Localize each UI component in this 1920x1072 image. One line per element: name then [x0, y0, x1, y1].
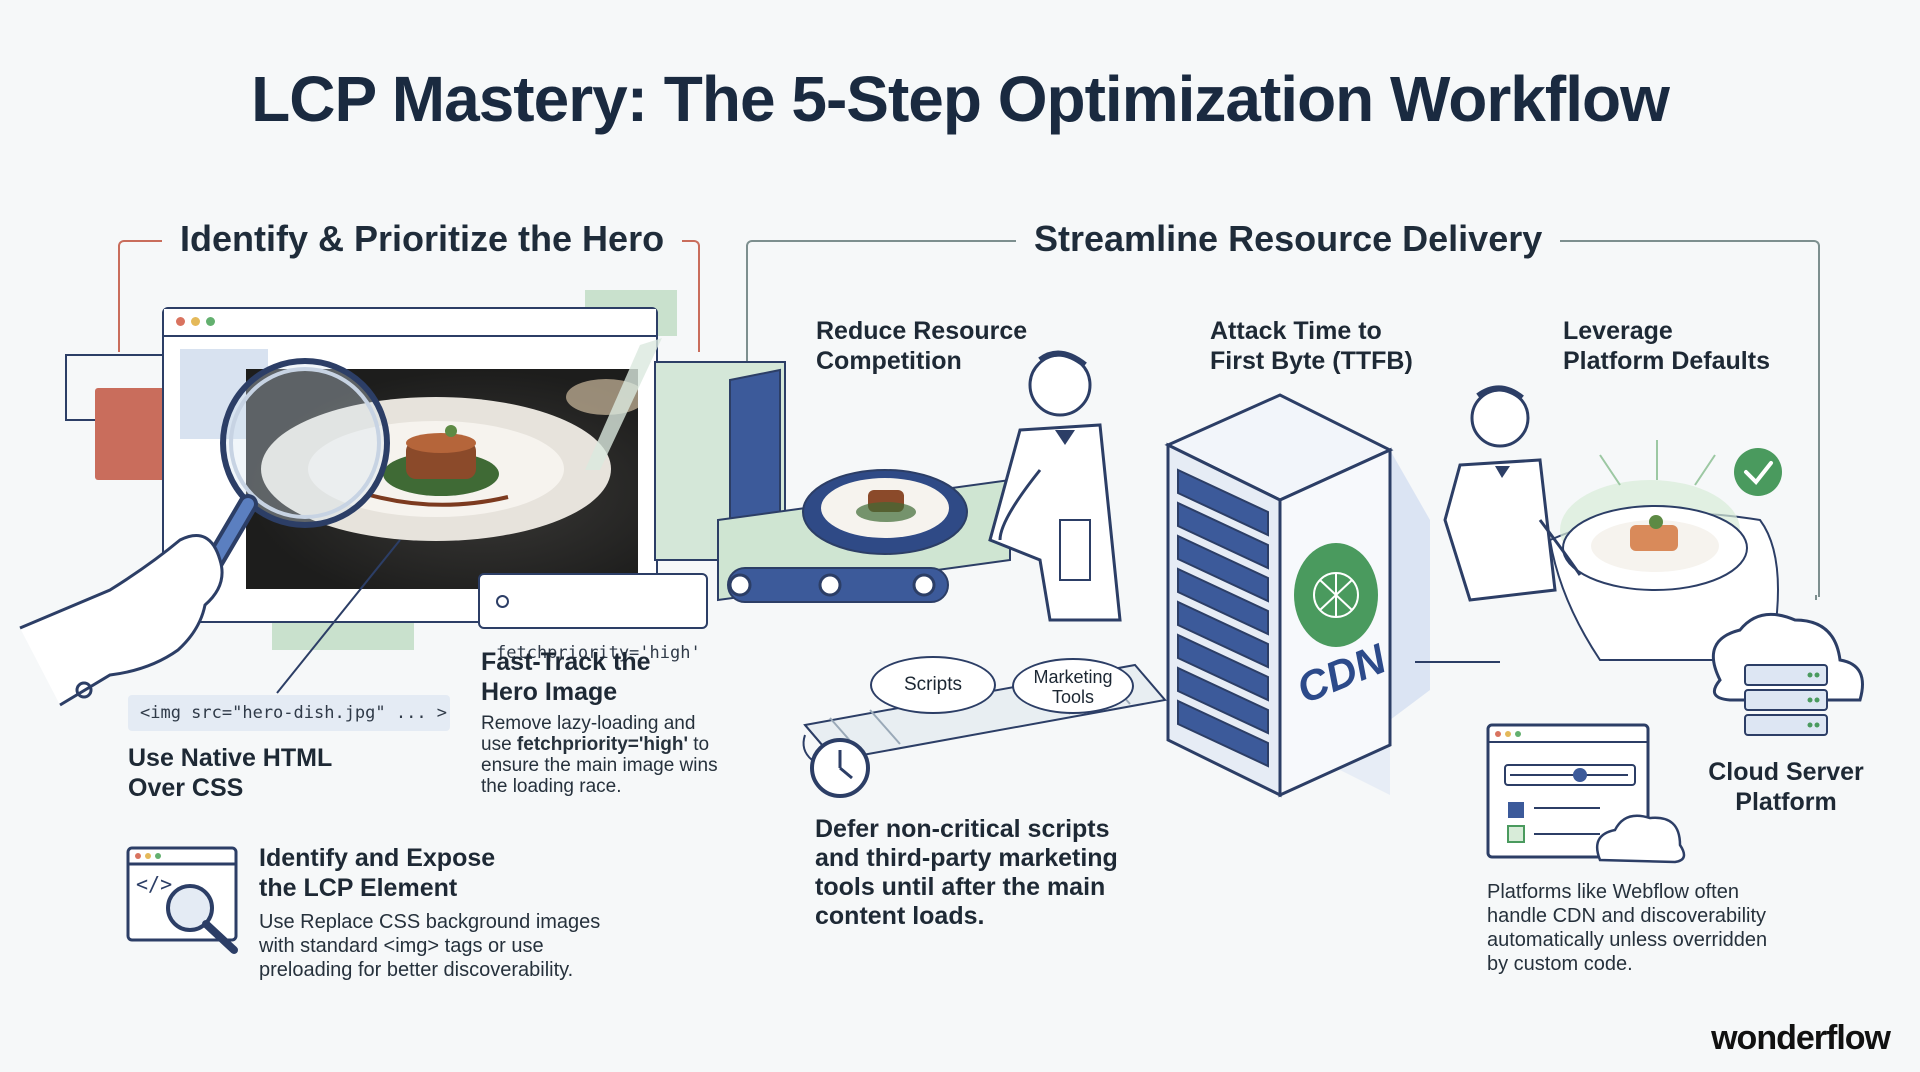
step-reduce-title-line2: Competition	[816, 347, 962, 375]
step-native-html-title: Use Native HTML Over CSS	[128, 743, 332, 803]
tag-marketing-line1: Marketing	[1033, 667, 1113, 687]
step-identify-title-line2: the LCP Element	[259, 874, 458, 902]
step-platform-title-line2: Platform Defaults	[1563, 347, 1770, 375]
cloud-label-line2: Platform	[1735, 788, 1837, 816]
tag-marketing-tools: Marketing Tools	[1012, 658, 1134, 714]
code-snippet-text: <img src="hero-dish.jpg" ... >	[140, 703, 448, 723]
step-ttfb-title-line1: Attack Time to	[1210, 317, 1382, 345]
step-native-html-title-line1: Use Native HTML	[128, 744, 333, 772]
platform-desc-line3: automatically unless overridden	[1487, 929, 1768, 951]
fast-track-desc-bold: fetchpriority='high'	[516, 734, 688, 755]
step-ttfb-title: Attack Time to First Byte (TTFB)	[1210, 316, 1413, 376]
code-search-icon-glyph: </>	[136, 872, 173, 896]
step-reduce-desc: Defer non-critical scripts and third-par…	[815, 815, 1118, 931]
browser-window	[162, 307, 658, 623]
fast-track-desc-line2: use fetchpriority='high' to	[481, 734, 718, 755]
step-identify-desc: Use Replace CSS background images with s…	[259, 910, 600, 982]
reduce-desc-line2: and third-party marketing	[815, 844, 1118, 872]
step-platform-title: Leverage Platform Defaults	[1563, 316, 1770, 376]
identify-desc-line2: with standard <img> tags or use	[259, 935, 544, 957]
step-native-html-title-line2: Over CSS	[128, 774, 244, 802]
step-fast-track-title-line2: Hero Image	[481, 678, 618, 706]
fast-track-desc-pre: use	[481, 734, 517, 755]
reduce-desc-line4: content loads.	[815, 902, 985, 930]
cloud-server-label: Cloud Server Platform	[1686, 757, 1886, 817]
window-dot-red	[176, 317, 185, 326]
identify-desc-line3: preloading for better discoverability.	[259, 959, 574, 981]
decor-red-block	[95, 388, 167, 480]
fast-track-desc-post: to	[688, 734, 710, 755]
fetchpriority-chip-text: fetchpriority='high'	[496, 643, 701, 663]
identify-desc-line1: Use Replace CSS background images	[259, 911, 601, 933]
window-dot-yellow	[191, 317, 200, 326]
platform-desc-line4: by custom code.	[1487, 953, 1633, 975]
tag-scripts-label: Scripts	[903, 674, 963, 695]
step-fast-track-desc: Remove lazy-loading and use fetchpriorit…	[481, 713, 718, 797]
reduce-desc-line3: tools until after the main	[815, 873, 1106, 901]
step-platform-desc: Platforms like Webflow often handle CDN …	[1487, 880, 1767, 976]
reduce-desc-line1: Defer non-critical scripts	[815, 815, 1110, 843]
step-ttfb-title-line2: First Byte (TTFB)	[1210, 347, 1413, 375]
cloud-label-line1: Cloud Server	[1708, 758, 1864, 786]
chip-bullet-icon	[496, 594, 509, 608]
window-dot-green	[206, 317, 215, 326]
section-title-delivery: Streamline Resource Delivery	[1016, 218, 1561, 260]
tag-marketing-line2: Tools	[1051, 687, 1095, 707]
fast-track-desc-line1: Remove lazy-loading and	[481, 713, 696, 734]
code-search-icon	[126, 846, 238, 954]
fast-track-desc-line4: the loading race.	[481, 776, 622, 797]
fast-track-desc-line3: ensure the main image wins	[481, 755, 718, 776]
step-fast-track-title: Fast-Track the Hero Image	[481, 647, 651, 707]
browser-toolbar	[164, 309, 656, 337]
step-reduce-title: Reduce Resource Competition	[816, 316, 1027, 376]
platform-desc-line1: Platforms like Webflow often	[1487, 881, 1739, 903]
step-platform-title-line1: Leverage	[1563, 317, 1673, 345]
step-reduce-title-line1: Reduce Resource	[816, 317, 1028, 345]
step-identify-title: Identify and Expose the LCP Element	[259, 843, 495, 903]
platform-desc-line2: handle CDN and discoverability	[1487, 905, 1767, 927]
brand-logo: wonderflow	[1711, 1019, 1891, 1057]
section-title-hero: Identify & Prioritize the Hero	[162, 218, 683, 260]
decor-green-block-bottom	[272, 618, 414, 650]
hero-image	[246, 369, 638, 589]
tag-scripts: Scripts	[870, 656, 996, 714]
step-identify-title-line1: Identify and Expose	[259, 844, 496, 872]
fetchpriority-chip: fetchpriority='high'	[478, 573, 708, 663]
code-snippet-img-tag: <img src="hero-dish.jpg" ... >	[128, 695, 450, 731]
step-fast-track-title-line1: Fast-Track the	[481, 648, 651, 676]
page-title: LCP Mastery: The 5-Step Optimization Wor…	[251, 63, 1670, 135]
